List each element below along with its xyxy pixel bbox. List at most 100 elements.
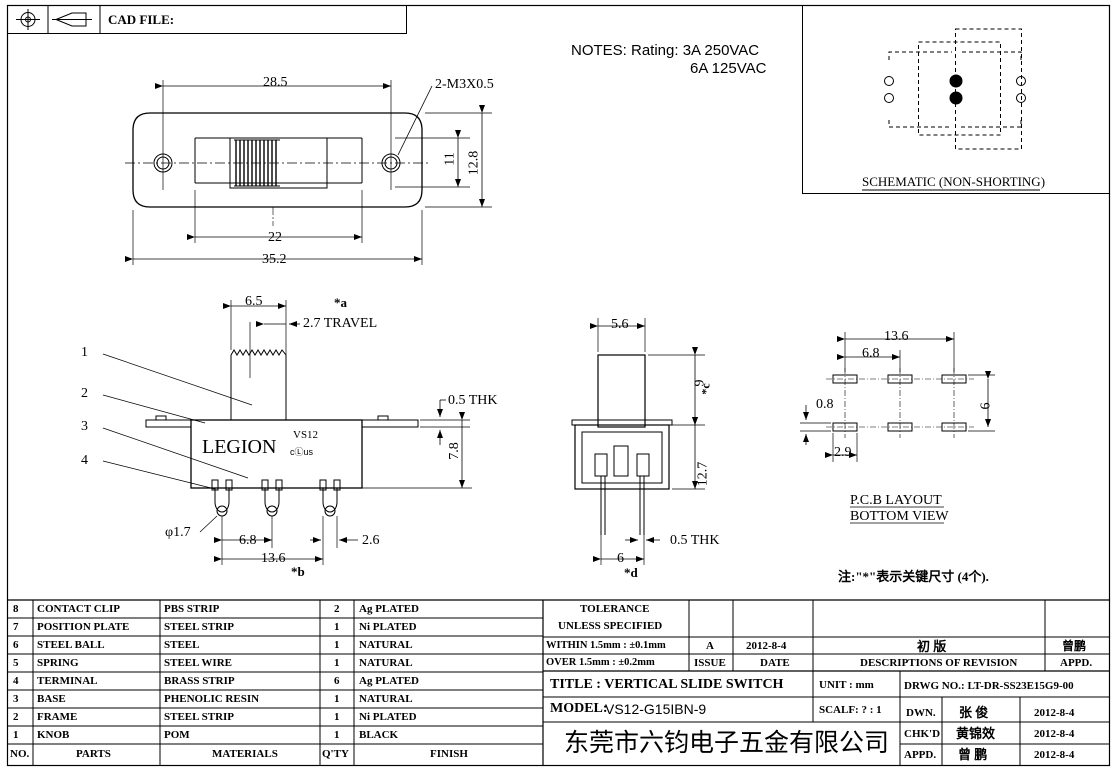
pcb-bottom-view: BOTTOM VIEW <box>850 509 949 524</box>
notes-rating-line1: NOTES: Rating: 3A 250VAC <box>571 42 760 59</box>
bom-finish: BLACK <box>359 729 399 741</box>
bom-no: 7 <box>13 621 19 633</box>
pcb-layout-title: P.C.B LAYOUT <box>850 493 942 508</box>
callout-4: 4 <box>81 453 88 468</box>
bom-header-finish: FINISH <box>430 748 468 760</box>
bom-no: 6 <box>13 639 19 651</box>
schematic-caption: SCHEMATIC (NON-SHORTING) <box>862 174 1046 189</box>
approved-name: 曾 鹏 <box>958 747 988 762</box>
tolerance-over: OVER 1.5mm : ±0.2mm <box>546 657 655 668</box>
brand-legion: LEGION <box>202 436 277 458</box>
model-mark: VS12 <box>293 429 319 441</box>
key-mark-a: *a <box>334 295 347 310</box>
drawing-number: DRWG NO.: LT-DR-SS23E15G9-00 <box>904 680 1074 692</box>
bom-no: 2 <box>13 711 19 723</box>
date-header: DATE <box>760 657 790 669</box>
unit-label: UNIT : mm <box>819 679 874 691</box>
dim-pcb-pad-width: 0.8 <box>816 397 834 412</box>
dim-end-width: 5.6 <box>611 317 629 332</box>
drawing-title: TITLE : VERTICAL SLIDE SWITCH <box>550 677 784 692</box>
unless-specified: UNLESS SPECIFIED <box>558 620 663 632</box>
bom-finish: Ag PLATED <box>359 603 419 615</box>
dim-end-thk: 0.5 THK <box>670 533 720 548</box>
key-mark-d: *d <box>624 565 638 580</box>
bom-finish: Ag PLATED <box>359 675 419 687</box>
description-header: DESCRIPTIONS OF REVISION <box>860 657 1018 669</box>
checked-date: 2012-8-4 <box>1034 728 1075 740</box>
dim-overall-length: 35.2 <box>262 252 287 267</box>
bom-part: SPRING <box>37 657 79 669</box>
dim-screw-thread: 2-M3X0.5 <box>435 77 494 92</box>
bom-no: 1 <box>13 729 19 741</box>
bom-material: STEEL WIRE <box>164 657 232 669</box>
bom-part: FRAME <box>37 711 78 723</box>
dim-frame-thk: 0.5 THK <box>448 393 498 408</box>
callout-2: 2 <box>81 386 88 401</box>
bom-qty: 1 <box>334 639 340 651</box>
dim-outer-height: 12.8 <box>466 150 482 176</box>
key-dimension-note: 注:"*"表示关键尺寸 (4个). <box>838 569 989 584</box>
dim-pin-spacing: 6 <box>617 551 624 566</box>
revision-description: 初 版 <box>917 639 947 654</box>
tolerance-label: TOLERANCE <box>580 603 650 615</box>
bom-no: 8 <box>13 603 19 615</box>
bom-material: POM <box>164 729 190 741</box>
bom-part: TERMINAL <box>37 675 98 687</box>
approved-header: APPD. <box>1060 657 1093 669</box>
bom-header-materials: MATERIALS <box>212 748 278 760</box>
bom-header-qty: Q'TY <box>322 748 349 760</box>
key-mark-b: *b <box>291 564 305 579</box>
bom-qty: 1 <box>334 711 340 723</box>
dim-terminal-width: 2.6 <box>362 533 380 548</box>
bom-finish: NATURAL <box>359 693 413 705</box>
company-name: 东莞市六钧电子五金有限公司 <box>564 730 890 757</box>
dim-side-height: 7.8 <box>446 442 462 460</box>
bom-material: STEEL STRIP <box>164 621 235 633</box>
bom-qty: 2 <box>334 603 340 615</box>
drawn-date: 2012-8-4 <box>1034 707 1075 719</box>
bom-finish: NATURAL <box>359 657 413 669</box>
revision-letter: A <box>706 640 714 652</box>
bom-material: STEEL STRIP <box>164 711 235 723</box>
dim-hole-spacing: 28.5 <box>263 75 288 90</box>
dim-pcb-row-spacing: 6 <box>978 402 994 410</box>
dim-slot-length: 22 <box>268 230 282 245</box>
bom-header-parts: PARTS <box>76 748 111 760</box>
bom-finish: Ni PLATED <box>359 711 417 723</box>
drawn-label: DWN. <box>906 707 936 719</box>
dim-pin-pitch: 6.8 <box>239 533 257 548</box>
scale-label: SCALF: ? : 1 <box>819 704 882 716</box>
bom-finish: Ni PLATED <box>359 621 417 633</box>
bom-qty: 1 <box>334 693 340 705</box>
dim-pin-span: 13.6 <box>261 551 286 566</box>
bom-qty: 1 <box>334 621 340 633</box>
bom-part: CONTACT CLIP <box>37 603 121 615</box>
bom-no: 5 <box>13 657 19 669</box>
revision-date: 2012-8-4 <box>746 640 787 652</box>
drawn-name: 张 俊 <box>959 705 989 720</box>
bom-finish: NATURAL <box>359 639 413 651</box>
bom-material: PHENOLIC RESIN <box>164 693 260 705</box>
checked-label: CHK'D <box>904 728 941 740</box>
model-label: MODEL: <box>550 701 608 716</box>
ul-mark: cⓁus <box>290 447 314 457</box>
bom-part: KNOB <box>37 729 70 741</box>
key-mark-c: *c <box>698 383 713 395</box>
notes-rating-line2: 6A 125VAC <box>690 60 767 77</box>
bom-qty: 1 <box>334 729 340 741</box>
dim-body-height: 12.7 <box>695 461 711 487</box>
dim-travel: 2.7 TRAVEL <box>303 316 378 331</box>
checked-name: 黄锦效 <box>956 726 996 741</box>
approved-label: APPD. <box>904 749 937 761</box>
bom-material: PBS STRIP <box>164 603 220 615</box>
tolerance-within: WITHIN 1.5mm : ±0.1mm <box>546 640 666 651</box>
bom-part: POSITION PLATE <box>37 621 130 633</box>
dim-pcb-pitch: 6.8 <box>862 346 880 361</box>
callout-1: 1 <box>81 345 88 360</box>
callout-3: 3 <box>81 419 88 434</box>
bom-material: BRASS STRIP <box>164 675 235 687</box>
bom-part: STEEL BALL <box>37 639 105 651</box>
bom-no: 3 <box>13 693 19 705</box>
dim-inner-height: 11 <box>442 152 458 166</box>
bom-part: BASE <box>37 693 66 705</box>
